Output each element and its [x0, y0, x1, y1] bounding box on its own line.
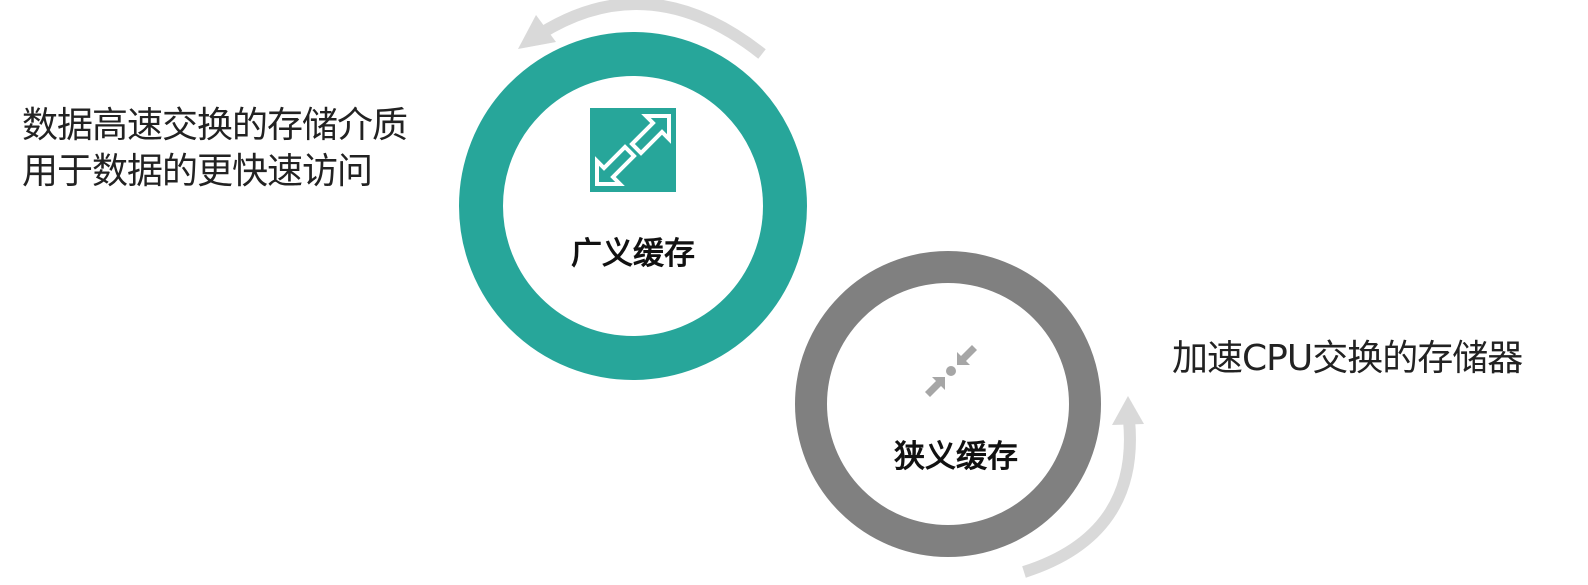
top-cycle-arrow	[536, 0, 766, 59]
broad-cache-description-line1: 数据高速交换的存储介质	[22, 105, 408, 146]
top-cycle-arrowhead	[518, 15, 556, 49]
expand-arrows-icon	[590, 108, 676, 192]
broad-cache-label: 广义缓存	[571, 236, 695, 272]
narrow-cache-description: 加速CPU交换的存储器	[1172, 338, 1523, 379]
broad-cache-description-line2: 用于数据的更快速访问	[22, 151, 373, 192]
bottom-cycle-arrow	[1022, 419, 1136, 578]
broad-cache-ring	[459, 32, 807, 380]
bottom-cycle-arrowhead	[1112, 396, 1144, 425]
narrow-cache-label: 狭义缓存	[894, 439, 1018, 475]
narrow-cache-ring	[795, 251, 1101, 557]
collapse-arrows-icon	[925, 345, 977, 397]
